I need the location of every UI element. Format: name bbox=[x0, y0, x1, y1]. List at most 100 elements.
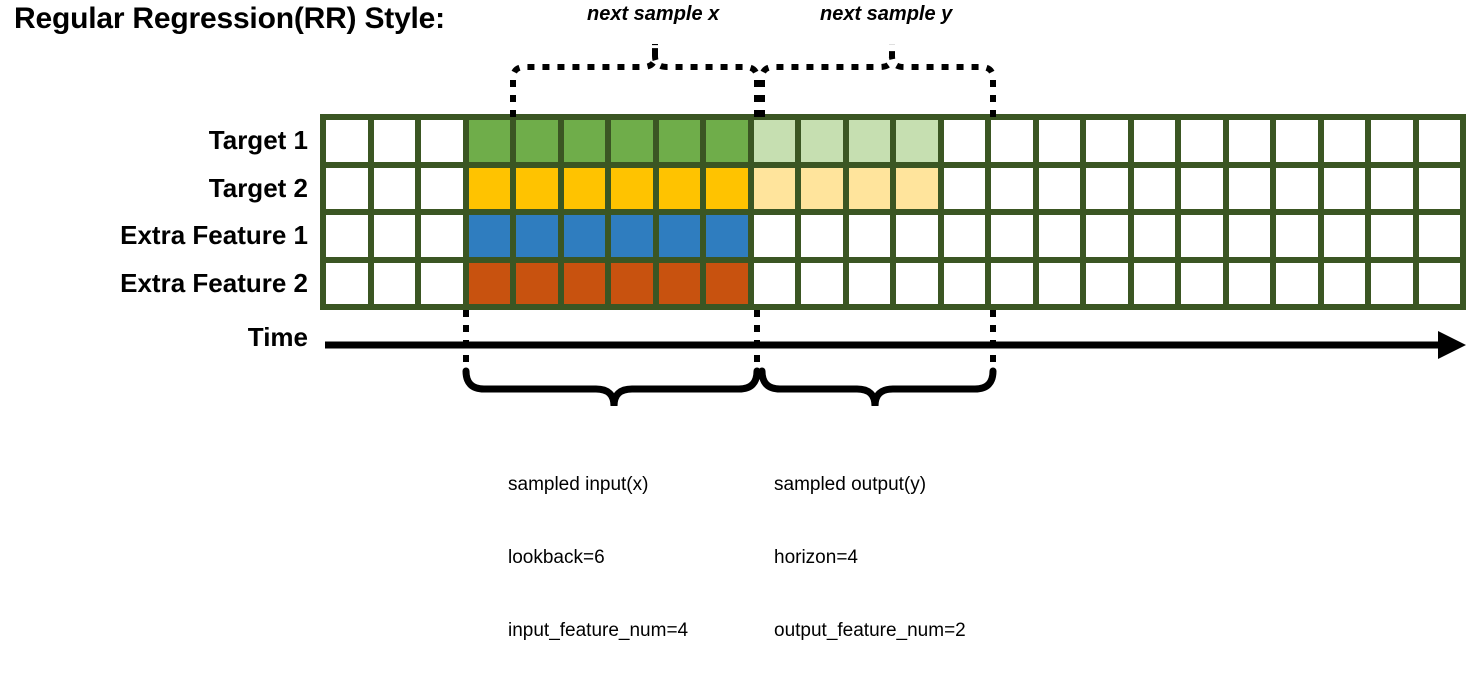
grid-cell bbox=[1276, 215, 1318, 257]
grid-cell bbox=[1323, 262, 1365, 304]
grid-cell bbox=[943, 167, 985, 209]
grid-cell bbox=[468, 120, 510, 162]
grid-cell bbox=[373, 262, 415, 304]
grid-cell bbox=[1181, 167, 1223, 209]
grid-cell bbox=[658, 215, 700, 257]
grid-cell bbox=[943, 262, 985, 304]
grid-cell bbox=[516, 120, 558, 162]
grid-cell bbox=[421, 262, 463, 304]
grid-cell bbox=[943, 120, 985, 162]
row-label-extra-feature-1: Extra Feature 1 bbox=[120, 220, 308, 250]
grid-cell bbox=[1133, 262, 1175, 304]
grid-cell bbox=[1133, 167, 1175, 209]
grid-cell bbox=[373, 215, 415, 257]
grid-cell bbox=[991, 120, 1033, 162]
sampled-input-line-2: lookback=6 bbox=[508, 546, 605, 568]
grid-cell bbox=[753, 215, 795, 257]
sampled-output-line-1: sampled output(y) bbox=[774, 473, 927, 495]
grid-cell bbox=[706, 120, 748, 162]
grid-cell bbox=[848, 120, 890, 162]
grid-cell bbox=[611, 120, 653, 162]
grid-cell bbox=[563, 215, 605, 257]
grid-cell bbox=[1371, 120, 1413, 162]
grid-cell bbox=[326, 120, 368, 162]
grid-cell bbox=[1038, 120, 1080, 162]
grid-cell bbox=[1276, 120, 1318, 162]
sampled-input-caption: sampled input(x) lookback=6 input_featur… bbox=[508, 424, 688, 691]
grid-cell bbox=[1323, 167, 1365, 209]
grid-cell bbox=[611, 262, 653, 304]
grid-cell bbox=[991, 215, 1033, 257]
grid-cell bbox=[1086, 262, 1128, 304]
time-axis-label: Time bbox=[247, 322, 308, 352]
grid-cell bbox=[1418, 262, 1460, 304]
next-sample-y-label: next sample y bbox=[820, 3, 953, 25]
top-brace-next-sample-x bbox=[510, 44, 760, 117]
time-axis-arrow bbox=[325, 331, 1466, 359]
row-label-target-1: Target 1 bbox=[208, 125, 308, 155]
grid-cell bbox=[1086, 167, 1128, 209]
grid-cell bbox=[896, 167, 938, 209]
timeline-grid bbox=[320, 114, 1466, 310]
grid-cell bbox=[896, 262, 938, 304]
grid-cell bbox=[658, 262, 700, 304]
grid-cell bbox=[468, 262, 510, 304]
row-labels-group: Target 1 Target 2 Extra Feature 1 Extra … bbox=[58, 117, 308, 307]
grid-cell bbox=[421, 215, 463, 257]
grid-cell bbox=[1371, 167, 1413, 209]
grid-cell bbox=[1038, 215, 1080, 257]
grid-cell bbox=[1086, 120, 1128, 162]
row-label-extra-feature-2: Extra Feature 2 bbox=[120, 267, 308, 298]
grid-cell bbox=[1418, 167, 1460, 209]
grid-cell bbox=[373, 167, 415, 209]
grid-cell bbox=[848, 262, 890, 304]
grid-cell bbox=[706, 215, 748, 257]
grid-cell bbox=[753, 167, 795, 209]
top-brace-next-sample-y bbox=[759, 44, 996, 117]
grid-cell bbox=[1228, 120, 1270, 162]
grid-cell bbox=[468, 167, 510, 209]
grid-cell bbox=[1323, 215, 1365, 257]
grid-cell bbox=[848, 167, 890, 209]
grid-cell bbox=[421, 120, 463, 162]
grid-cell bbox=[753, 262, 795, 304]
sampled-output-line-2: horizon=4 bbox=[774, 546, 858, 568]
diagram-canvas: Regular Regression(RR) Style: next sampl… bbox=[14, 2, 1466, 641]
grid-cell bbox=[1418, 120, 1460, 162]
grid-cell bbox=[943, 215, 985, 257]
grid-cell bbox=[1181, 262, 1223, 304]
grid-cell bbox=[563, 120, 605, 162]
boundary-dotted-lines bbox=[463, 310, 996, 372]
grid-cell bbox=[991, 167, 1033, 209]
grid-cell bbox=[1228, 215, 1270, 257]
bottom-brace-sampled-input bbox=[462, 367, 761, 407]
grid-cell bbox=[1133, 215, 1175, 257]
grid-cell bbox=[326, 167, 368, 209]
grid-cell bbox=[1276, 167, 1318, 209]
grid-cell bbox=[1038, 167, 1080, 209]
grid-cell bbox=[516, 262, 558, 304]
grid-cell bbox=[611, 167, 653, 209]
bottom-brace-sampled-output bbox=[758, 367, 997, 407]
grid-cell bbox=[611, 215, 653, 257]
grid-cell bbox=[326, 215, 368, 257]
grid-cell bbox=[516, 167, 558, 209]
grid-cell bbox=[753, 120, 795, 162]
grid-cell bbox=[848, 215, 890, 257]
grid-cell bbox=[1181, 215, 1223, 257]
sampled-output-caption: sampled output(y) horizon=4 output_featu… bbox=[774, 424, 966, 691]
grid-cell bbox=[658, 167, 700, 209]
grid-cell bbox=[1038, 262, 1080, 304]
grid-cell bbox=[896, 215, 938, 257]
sampled-input-line-1: sampled input(x) bbox=[508, 473, 649, 495]
grid-cell bbox=[516, 215, 558, 257]
grid-cell bbox=[801, 167, 843, 209]
grid-cell bbox=[421, 167, 463, 209]
grid-cell bbox=[1418, 215, 1460, 257]
sampled-output-line-3: output_feature_num=2 bbox=[774, 619, 966, 641]
grid-cell bbox=[658, 120, 700, 162]
sampled-input-line-3: input_feature_num=4 bbox=[508, 619, 689, 641]
grid-cell bbox=[563, 262, 605, 304]
grid-cell bbox=[373, 120, 415, 162]
next-sample-x-label: next sample x bbox=[587, 3, 720, 25]
